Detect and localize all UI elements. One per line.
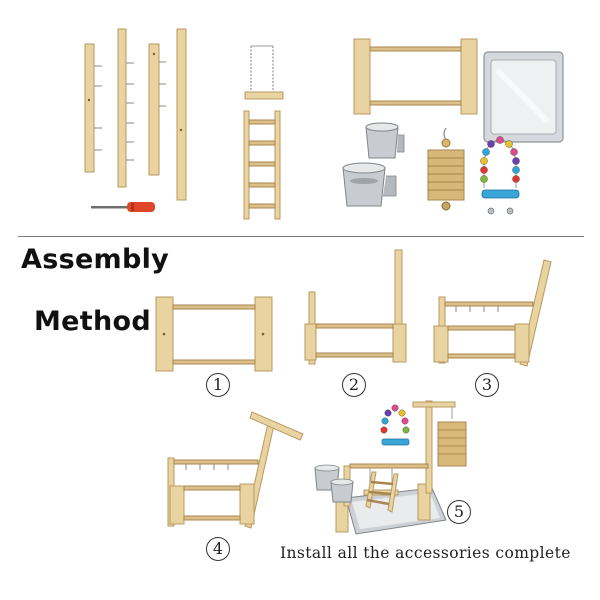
steel-tray [483, 51, 564, 143]
step-1-number: 1 [206, 373, 230, 397]
base-frame [353, 38, 478, 115]
screwdriver [91, 202, 155, 212]
wooden-poles [84, 28, 187, 201]
ladder [243, 110, 281, 220]
pole-2 [117, 28, 127, 188]
bead-swing [480, 136, 520, 215]
step-3-figure [433, 259, 552, 367]
parts-illustration [84, 28, 564, 220]
step-5-number: 5 [447, 500, 471, 524]
swing-perch [244, 45, 284, 100]
assembly-steps-illustration [155, 249, 552, 535]
section-divider [18, 236, 584, 237]
pole-4 [176, 28, 187, 201]
heading-assembly: Assembly [21, 244, 170, 275]
straw-chew-toy [427, 127, 465, 211]
pole-3 [148, 43, 160, 176]
step-4-number: 4 [206, 537, 230, 561]
step-2-number: 2 [342, 373, 366, 397]
step-5-figure [314, 400, 467, 535]
pole-1 [84, 43, 95, 173]
step-4-figure [167, 411, 304, 529]
heading-method: Method [34, 306, 151, 337]
feeding-cups [342, 122, 405, 207]
caption-install-accessories: Install all the accessories complete [280, 544, 571, 562]
step-3-number: 3 [475, 373, 499, 397]
step-2-figure [304, 249, 407, 365]
step-1-figure [155, 296, 273, 372]
